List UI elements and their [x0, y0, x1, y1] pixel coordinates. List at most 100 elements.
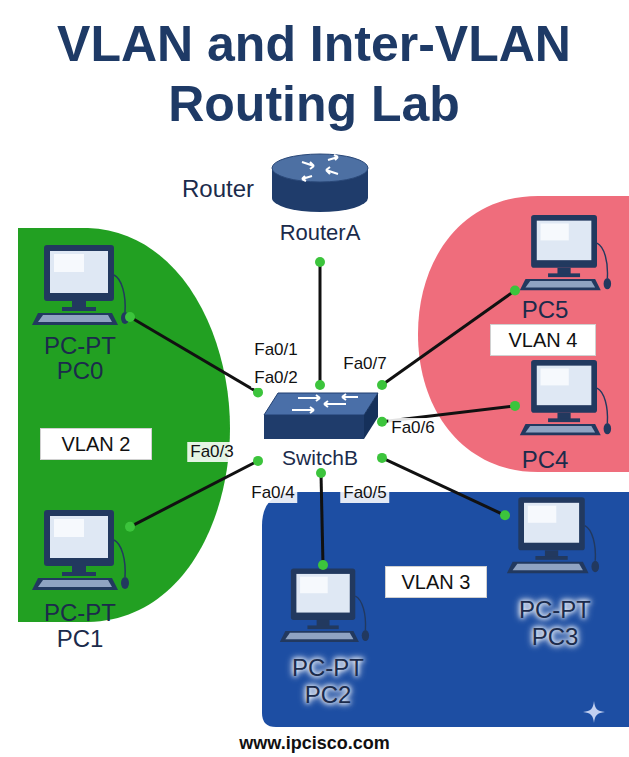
pc-icon-part: [515, 215, 615, 295]
pc-icon: PC5: [515, 215, 615, 295]
pc-icon-part: [548, 273, 580, 277]
pc-icon-part: [528, 506, 557, 523]
port-label: Fa0/3: [187, 442, 236, 462]
pc-icon: PC-PTPC3: [505, 495, 600, 580]
router-icon-part: [262, 150, 378, 262]
pc-icon-part: [50, 251, 108, 293]
pc-icon-shape: [505, 495, 600, 580]
pc-icon-part: [38, 580, 112, 587]
pc-icon-shape: [30, 510, 130, 595]
router-icon-shape: [262, 150, 378, 262]
pc-icon-part: [513, 564, 583, 571]
pc-icon-part: [38, 315, 112, 322]
pc-icon-part: [515, 360, 615, 440]
pc-icon-part: [285, 633, 353, 639]
port-label: Fa0/4: [248, 483, 297, 503]
pc-icon-part: [62, 307, 96, 311]
link-dot: [253, 456, 263, 466]
pc-icon-part: [531, 360, 597, 413]
sparkle-mark: [582, 700, 606, 724]
network-link: [321, 473, 323, 565]
switch-icon-part: [342, 394, 358, 400]
pc-icon-part: [507, 562, 589, 573]
pc-icon-part: [278, 565, 370, 650]
pc-icon-part: [32, 313, 118, 325]
link-dot: [316, 468, 326, 478]
pc-icon-part: [548, 418, 580, 422]
port-label: Fa0/7: [340, 354, 389, 374]
pc-icon-part: [557, 268, 570, 275]
pc-icon: PC-PTPC0: [30, 245, 130, 330]
pc-icon-part: [541, 368, 569, 385]
pc-icon-part: [531, 215, 597, 268]
switch-icon-part: [264, 415, 364, 439]
pc-icon-part: [520, 424, 601, 435]
link-dot: [315, 257, 325, 267]
pc-icon-part: [317, 620, 330, 626]
pc-icon-part: [300, 577, 328, 594]
vlan-region: VLAN 3PC-PTPC2PC-PTPC3: [262, 492, 629, 727]
pc-icon-part: [525, 426, 595, 433]
switch-icon: SwitchB: [258, 385, 382, 473]
device-label: RouterA: [240, 220, 400, 246]
vlan-region-part: [418, 196, 629, 472]
pc-icon-part: [32, 578, 118, 590]
port-label: Fa0/5: [340, 483, 389, 503]
pc-icon-part: [604, 423, 612, 434]
pc-icon-part: [72, 566, 86, 573]
router-icon-part: [302, 176, 312, 181]
device-label: PC-PT: [0, 600, 165, 626]
port-label: Fa0/1: [251, 340, 300, 360]
link-dot: [253, 387, 263, 397]
link-dot: [318, 560, 328, 570]
pc-icon-part: [537, 366, 592, 406]
website-label: www.ipcisco.com: [0, 733, 629, 754]
pc-icon-part: [535, 556, 567, 560]
link-dot: [500, 510, 510, 520]
vlan-region: VLAN 4 PC5PC4: [418, 196, 629, 472]
pc-icon-part: [524, 503, 579, 543]
pc-icon-part: [537, 221, 592, 261]
pc-icon-part: [597, 243, 607, 278]
device-label: PC-PT: [243, 655, 413, 681]
device-label: PC3: [470, 624, 629, 650]
pc-icon-part: [355, 596, 365, 630]
router-icon-part: [326, 167, 338, 174]
pc-icon-shape: [515, 360, 615, 440]
pc-icon-shape: [30, 245, 130, 330]
link-dot: [315, 380, 325, 390]
pc-icon-part: [54, 519, 84, 537]
switch-icon-part: [292, 407, 314, 413]
pc-icon-part: [545, 550, 558, 557]
link-dot: [377, 453, 387, 463]
port-label: Fa0/6: [388, 418, 437, 438]
vlan-label: VLAN 4: [490, 324, 596, 356]
pc-icon: PC4: [515, 360, 615, 440]
link-dot: [377, 417, 387, 427]
pc-icon-part: [520, 279, 601, 290]
pc-icon-shape: [515, 215, 615, 295]
pc-icon-part: [296, 574, 349, 613]
switch-icon-part: [324, 401, 346, 407]
network-link: [130, 461, 258, 527]
pc-icon-part: [114, 540, 125, 577]
pc-icon-part: [280, 631, 359, 642]
pc-icon-part: [505, 495, 600, 580]
device-label: PC0: [0, 358, 165, 384]
link-dot: [510, 401, 520, 411]
pc-icon-part: [307, 625, 338, 629]
network-link: [319, 262, 322, 385]
pc-icon-part: [114, 275, 125, 312]
link-dot: [125, 522, 135, 532]
vlan-label: VLAN 2: [40, 428, 152, 460]
switch-icon-part: [258, 385, 382, 447]
link-dot: [377, 380, 387, 390]
pc-icon-part: [121, 577, 129, 589]
network-link: [382, 458, 505, 515]
network-link: [130, 317, 258, 392]
device-label: PC-PT: [0, 333, 165, 359]
pc-icon-part: [50, 516, 108, 558]
device-label: PC2: [243, 682, 413, 708]
